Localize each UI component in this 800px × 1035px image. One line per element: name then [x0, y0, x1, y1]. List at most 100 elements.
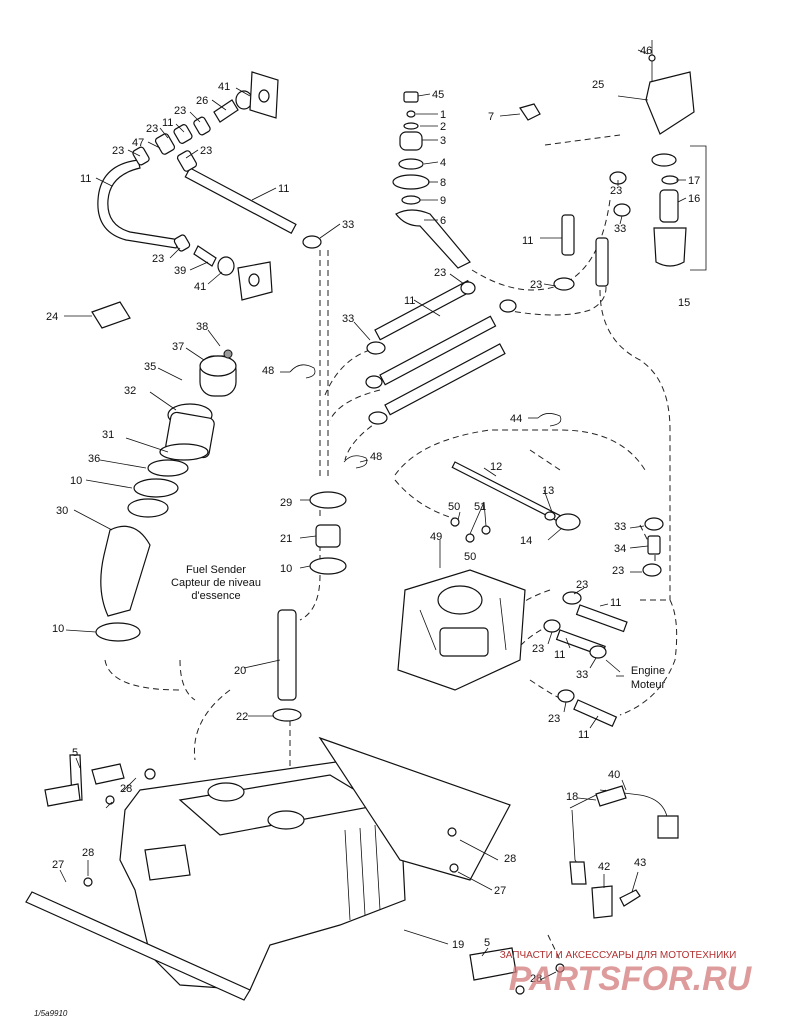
svg-text:33: 33 — [576, 669, 588, 681]
svg-text:13: 13 — [542, 485, 554, 497]
drawing-code: 1/5a9910 — [34, 1009, 68, 1018]
fuel-sender-assembly — [272, 491, 347, 722]
svg-text:48: 48 — [370, 451, 382, 463]
svg-text:37: 37 — [172, 341, 184, 353]
svg-text:43: 43 — [634, 857, 646, 869]
fuel-sender-label-fr-2: d'essence — [191, 590, 240, 602]
watermark-logo: PARTSFOR.RU — [509, 960, 753, 998]
svg-text:33: 33 — [614, 223, 626, 235]
svg-text:23: 23 — [548, 713, 560, 725]
svg-text:31: 31 — [102, 429, 114, 441]
svg-text:6: 6 — [440, 215, 446, 227]
svg-text:45: 45 — [432, 89, 444, 101]
svg-text:11: 11 — [554, 649, 565, 661]
vent-hose-assembly — [97, 71, 297, 301]
svg-text:23: 23 — [576, 579, 588, 591]
svg-text:11: 11 — [278, 183, 289, 195]
fuel-sender-label: Fuel Sender Capteur de niveau d'essence — [171, 564, 261, 602]
svg-text:23: 23 — [610, 185, 622, 197]
svg-text:3: 3 — [440, 135, 446, 147]
svg-text:10: 10 — [52, 623, 64, 635]
svg-text:20: 20 — [234, 665, 246, 677]
svg-text:12: 12 — [490, 461, 502, 473]
svg-text:23: 23 — [532, 643, 544, 655]
watermark: ЗАПЧАСТИ И АКСЕССУАРЫ ДЛЯ МОТОТЕХНИКИ PA… — [500, 950, 753, 998]
svg-text:11: 11 — [522, 235, 533, 247]
svg-text:11: 11 — [610, 597, 621, 609]
fuel-filter-assembly — [553, 40, 707, 291]
svg-text:4: 4 — [440, 157, 446, 169]
svg-text:39: 39 — [174, 265, 186, 277]
svg-text:24: 24 — [46, 311, 58, 323]
svg-text:36: 36 — [88, 453, 100, 465]
svg-text:47: 47 — [132, 137, 144, 149]
svg-text:26: 26 — [196, 95, 208, 107]
svg-text:1: 1 — [440, 109, 446, 121]
svg-text:33: 33 — [614, 521, 626, 533]
svg-text:33: 33 — [342, 219, 354, 231]
leader-lines — [59, 49, 687, 981]
svg-text:11: 11 — [578, 729, 589, 741]
svg-text:23: 23 — [174, 105, 186, 117]
fuel-valve-assembly — [392, 91, 541, 269]
svg-text:15: 15 — [678, 297, 690, 309]
fuel-tank-assembly — [25, 736, 565, 1001]
engine-label-fr: Moteur — [631, 679, 666, 691]
svg-text:23: 23 — [530, 279, 542, 291]
svg-text:18: 18 — [566, 791, 578, 803]
fuel-sender-label-fr-1: Capteur de niveau — [171, 577, 261, 589]
carburetor-assembly — [397, 461, 581, 691]
svg-text:41: 41 — [194, 281, 206, 293]
tank-strap-assembly — [569, 785, 679, 919]
svg-text:17: 17 — [688, 175, 700, 187]
svg-text:33: 33 — [342, 313, 354, 325]
svg-text:49: 49 — [430, 531, 442, 543]
svg-text:27: 27 — [494, 885, 506, 897]
svg-text:23: 23 — [112, 145, 124, 157]
svg-text:10: 10 — [70, 475, 82, 487]
svg-text:8: 8 — [440, 177, 446, 189]
hose-routing — [104, 134, 678, 961]
svg-text:5: 5 — [484, 937, 490, 949]
svg-text:28: 28 — [120, 783, 132, 795]
svg-text:16: 16 — [688, 193, 700, 205]
svg-text:25: 25 — [592, 79, 604, 91]
svg-text:23: 23 — [612, 565, 624, 577]
svg-text:27: 27 — [52, 859, 64, 871]
svg-text:5: 5 — [72, 747, 78, 759]
svg-text:50: 50 — [464, 551, 476, 563]
svg-text:38: 38 — [196, 321, 208, 333]
watermark-caption: ЗАПЧАСТИ И АКСЕССУАРЫ ДЛЯ МОТОТЕХНИКИ — [500, 950, 737, 961]
svg-text:44: 44 — [510, 413, 522, 425]
svg-text:29: 29 — [280, 497, 292, 509]
svg-text:50: 50 — [448, 501, 460, 513]
svg-text:7: 7 — [488, 111, 494, 123]
svg-text:23: 23 — [200, 145, 212, 157]
svg-text:41: 41 — [218, 81, 230, 93]
svg-text:51: 51 — [474, 501, 486, 513]
svg-text:10: 10 — [280, 563, 292, 575]
svg-text:2: 2 — [440, 121, 446, 133]
svg-text:32: 32 — [124, 385, 136, 397]
svg-text:11: 11 — [162, 117, 173, 129]
svg-text:21: 21 — [280, 533, 292, 545]
svg-text:42: 42 — [598, 861, 610, 873]
engine-hoses — [543, 517, 664, 728]
svg-text:34: 34 — [614, 543, 626, 555]
svg-text:46: 46 — [640, 45, 652, 57]
svg-text:30: 30 — [56, 505, 68, 517]
svg-text:19: 19 — [452, 939, 464, 951]
svg-text:23: 23 — [146, 123, 158, 135]
svg-text:40: 40 — [608, 769, 620, 781]
svg-text:28: 28 — [530, 973, 542, 985]
svg-text:28: 28 — [82, 847, 94, 859]
svg-text:28: 28 — [504, 853, 516, 865]
svg-text:11: 11 — [404, 295, 415, 307]
svg-text:35: 35 — [144, 361, 156, 373]
svg-text:22: 22 — [236, 711, 248, 723]
filler-neck-assembly — [91, 301, 237, 642]
engine-label: Engine Moteur — [631, 665, 666, 691]
fuel-hoses — [289, 235, 562, 469]
callout-numbers: 41 26 23 11 23 47 23 23 11 11 23 39 41 3… — [46, 45, 700, 985]
svg-text:23: 23 — [434, 267, 446, 279]
